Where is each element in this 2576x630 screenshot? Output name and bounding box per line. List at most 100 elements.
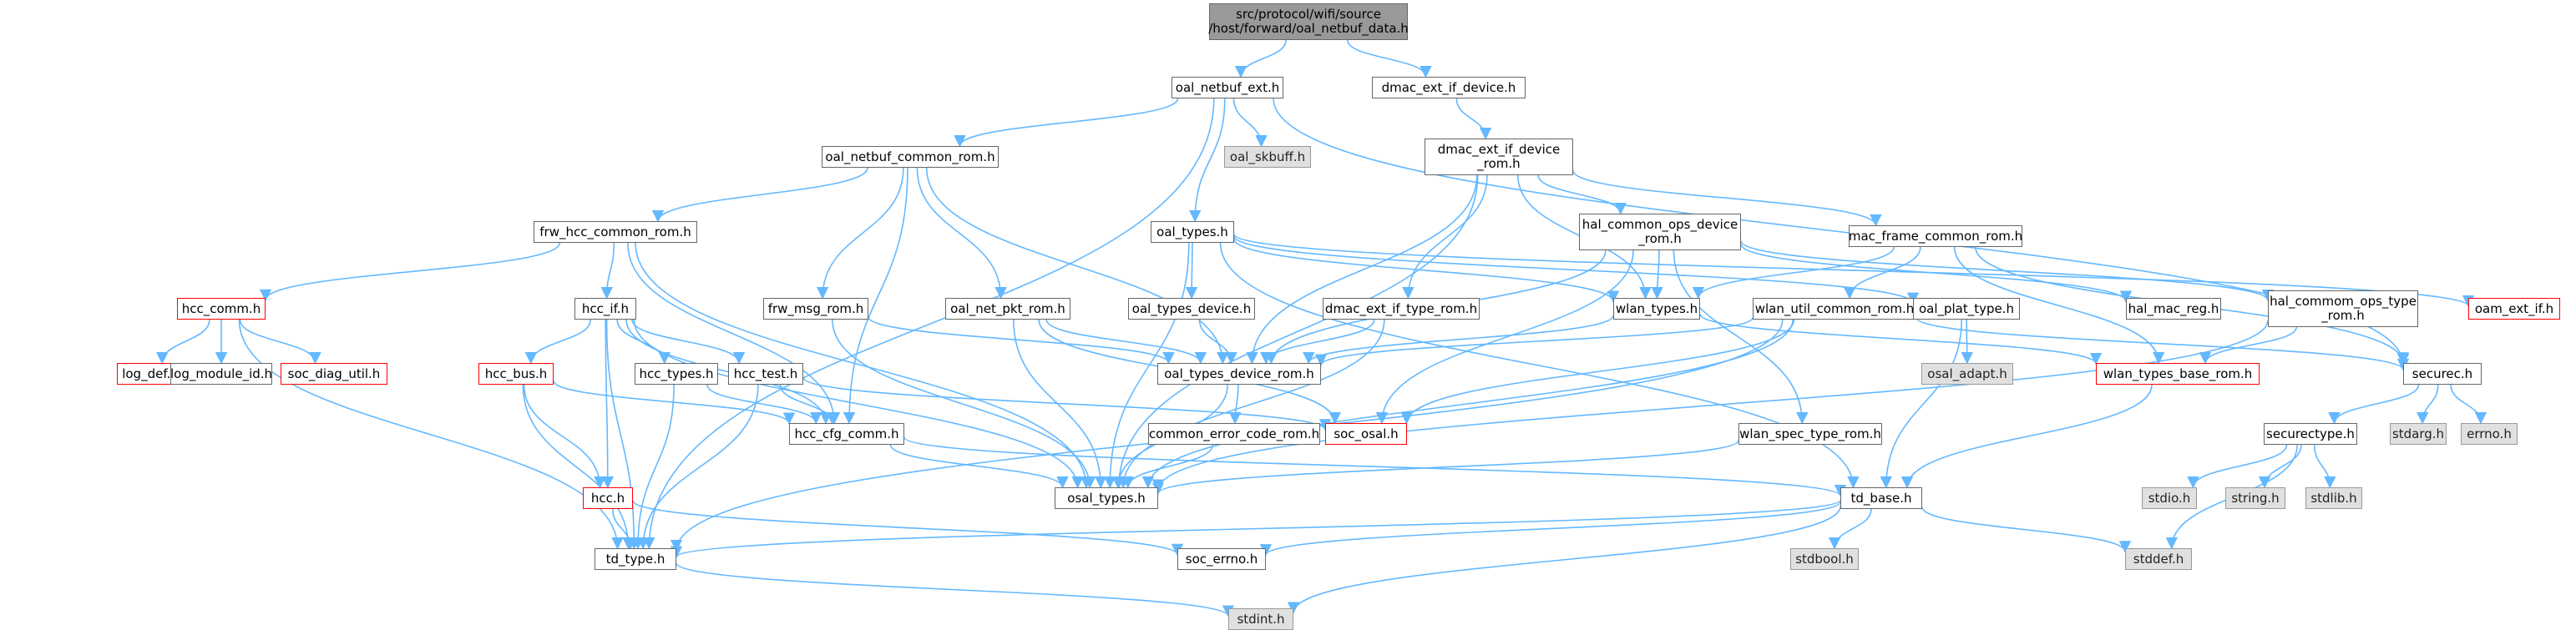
edge-wlan_util_common_rom-to-soc_osal [1400, 319, 1795, 425]
edge-frw_hcc_common_rom-to-osal_types [635, 242, 1093, 489]
edge-common_error_code_rom-to-osal_types [1121, 444, 1213, 489]
node-hcc-comm[interactable]: hcc_comm.h [177, 298, 266, 320]
node-hal-mac-reg[interactable]: hal_mac_reg.h [2126, 298, 2221, 320]
edge-hal_common_ops_device_rom-to-wlan_spec_type_rom [1673, 249, 1809, 425]
edge-oal_netbuf_ext-to-oal_types [1189, 98, 1226, 223]
node-hal-commom-ops-type-rom[interactable]: hal_commom_ops_type_rom.h [2268, 290, 2418, 327]
edge-hcc_test-to-td_type [636, 384, 759, 550]
node-dmac-ext-if-device[interactable]: dmac_ext_if_device.h [1372, 77, 1526, 98]
edge-securectype-to-stdlib [2313, 444, 2336, 489]
edge-td_type-to-stdint [676, 562, 1234, 617]
node-mac-frame-common-rom[interactable]: mac_frame_common_rom.h [1849, 225, 2022, 247]
edge-hal_common_ops_device_rom-to-wlan_types [1651, 249, 1663, 300]
edge-hcc_types-to-td_type [631, 384, 675, 550]
node-label: src/protocol/wifi/source [1236, 7, 1381, 22]
node-frw-msg-rom[interactable]: frw_msg_rom.h [763, 298, 868, 320]
node-securec[interactable]: securec.h [2403, 363, 2482, 385]
node-wlan-types[interactable]: wlan_types.h [1613, 298, 1700, 320]
edge-frw_hcc_common_rom-to-hcc_if [600, 242, 615, 300]
node-frw-hcc-common-rom[interactable]: frw_hcc_common_rom.h [534, 221, 697, 243]
node-label: td_base.h [1850, 490, 1912, 506]
edge-wlan_util_common_rom-to-osal_types [1141, 319, 1794, 489]
node-hcc[interactable]: hcc.h [583, 487, 633, 509]
edge-hal_commom_ops_type_rom-to-osal_types [1151, 320, 2269, 491]
node-td-base[interactable]: td_base.h [1840, 487, 1922, 509]
node-label: hal_common_ops_device [1582, 217, 1738, 232]
edge-dmac_ext_if_type_rom-to-osal_types [1117, 319, 1385, 489]
node-label: _rom.h [2321, 308, 2365, 323]
node-label: common_error_code_rom.h [1148, 426, 1320, 441]
edge-dmac_ext_if_device_rom-to-hal_common_ops_device_rom [1537, 174, 1627, 215]
edge-hcc_if-to-hcc_test [631, 319, 746, 365]
edge-oal_netbuf_common_rom-to-frw_hcc_common_rom [651, 167, 868, 223]
node-hcc-test[interactable]: hcc_test.h [728, 363, 803, 385]
node-label: stdio.h [2148, 490, 2191, 506]
node-wlan-spec-type-rom[interactable]: wlan_spec_type_rom.h [1738, 423, 1882, 445]
node-label: securectype.h [2266, 426, 2355, 441]
edge-oal_netbuf_common_rom-to-hcc_cfg_comm [843, 167, 908, 425]
node-log-module-id[interactable]: log_module_id.h [170, 363, 272, 385]
edge-hcc_if-to-hcc_bus [524, 319, 591, 365]
node-stdio: stdio.h [2142, 487, 2197, 509]
edge-hcc_test-to-hcc_cfg_comm [779, 384, 838, 425]
edge-frw_hcc_common_rom-to-hcc_cfg_comm [627, 242, 841, 425]
edge-hcc_comm-to-td_type [238, 319, 624, 550]
node-label: wlan_spec_type_rom.h [1739, 426, 1881, 441]
edge-hcc_bus-to-td_type [522, 384, 635, 550]
node-oal-plat-type[interactable]: oal_plat_type.h [1913, 298, 2020, 320]
node-label: oal_skbuff.h [1229, 149, 1306, 164]
node-label: stdint.h [1237, 611, 1285, 627]
node-soc-diag-util[interactable]: soc_diag_util.h [281, 363, 387, 385]
node-dmac-ext-if-device-rom[interactable]: dmac_ext_if_device_rom.h [1425, 139, 1573, 175]
dependency-edges [156, 39, 2487, 617]
node-hal-common-ops-device-rom[interactable]: hal_common_ops_device_rom.h [1579, 214, 1741, 250]
node-hcc-bus[interactable]: hcc_bus.h [478, 363, 554, 385]
node-oal-types[interactable]: oal_types.h [1151, 221, 1234, 243]
node-label: oal_netbuf_common_rom.h [825, 149, 995, 164]
node-hcc-if[interactable]: hcc_if.h [574, 298, 636, 320]
node-dmac-ext-if-type-rom[interactable]: dmac_ext_if_type_rom.h [1323, 298, 1480, 320]
node-soc-osal[interactable]: soc_osal.h [1325, 423, 1407, 445]
edge-oal_netbuf_ext-to-td_type [643, 98, 1215, 550]
node-label: /host/forward/oal_netbuf_data.h [1208, 21, 1409, 36]
edge-oal_plat_type-to-osal_adapt [1961, 319, 1973, 365]
edge-td_base-to-soc_errno [1260, 501, 1841, 557]
node-oal-net-pkt-rom[interactable]: oal_net_pkt_rom.h [945, 298, 1070, 320]
edge-wlan_util_common_rom-to-oal_types_device_rom [1315, 316, 1754, 366]
node-common-error-code-rom[interactable]: common_error_code_rom.h [1148, 423, 1320, 445]
edge-oal_types_device_rom-to-common_error_code_rom [1228, 384, 1242, 425]
node-label: dmac_ext_if_device [1437, 142, 1561, 157]
node-label: wlan_types_base_rom.h [2103, 365, 2253, 381]
edge-hal_common_ops_device_rom-to-soc_osal [1375, 249, 1634, 425]
node-stdbool: stdbool.h [1790, 548, 1859, 570]
node-label: oal_types.h [1156, 224, 1228, 239]
edge-hcc_cfg_comm-to-osal_types [889, 444, 1069, 489]
node-oal-types-device[interactable]: oal_types_device.h [1128, 298, 1255, 320]
edge-frw_hcc_common_rom-to-hcc_comm [259, 242, 561, 302]
edge-hcc_bus-to-hcc [523, 384, 606, 489]
node-oal-netbuf-ext[interactable]: oal_netbuf_ext.h [1172, 77, 1283, 98]
node-hcc-types[interactable]: hcc_types.h [635, 363, 718, 385]
node-label: hcc_comm.h [181, 300, 261, 316]
node-wlan-util-common-rom[interactable]: wlan_util_common_rom.h [1753, 298, 1916, 320]
node-oam-ext-if[interactable]: oam_ext_if.h [2468, 298, 2560, 320]
edge-hcc_test-to-soc_osal [802, 377, 1331, 431]
node-oal-types-device-rom[interactable]: oal_types_device_rom.h [1157, 363, 1321, 385]
node-osal-types[interactable]: osal_types.h [1055, 487, 1158, 509]
node-securectype[interactable]: securectype.h [2264, 423, 2357, 445]
node-wlan-types-base-rom[interactable]: wlan_types_base_rom.h [2096, 363, 2260, 385]
node-soc-errno[interactable]: soc_errno.h [1177, 548, 1266, 570]
edge-hal_commom_ops_type_rom-to-wlan_types_base_rom [2199, 326, 2297, 365]
edge-hcc_bus-to-hcc_cfg_comm [553, 380, 796, 425]
edge-securectype-to-string [2258, 444, 2302, 489]
node-label: frw_hcc_common_rom.h [539, 224, 691, 239]
edge-securec-to-errno [2450, 384, 2487, 425]
edge-wlan_spec_type_rom-to-osal_types [1152, 440, 1739, 495]
node-label: errno.h [2467, 426, 2512, 441]
node-label: oal_net_pkt_rom.h [950, 300, 1065, 316]
node-hcc-cfg-comm[interactable]: hcc_cfg_comm.h [789, 423, 904, 445]
edge-hcc_comm-to-soc_diag_util [239, 319, 321, 365]
node-td-type[interactable]: td_type.h [595, 548, 676, 570]
node-oal-netbuf-common-rom[interactable]: oal_netbuf_common_rom.h [822, 146, 999, 168]
